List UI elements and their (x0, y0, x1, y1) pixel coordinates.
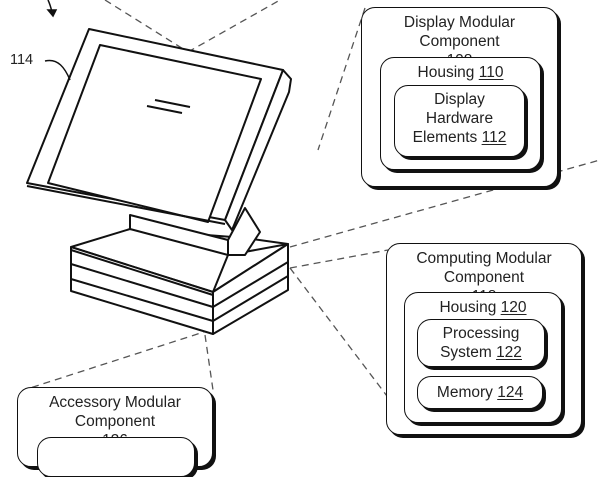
base-layer-line (212, 275, 289, 322)
display-housing-ref: 110 (478, 64, 504, 81)
monitor-screen (47, 44, 262, 223)
screen-glare-line (154, 99, 191, 108)
screen-glare-line (146, 105, 183, 114)
memory-label: Memory (436, 384, 493, 401)
hardware-label-line-1: Display (434, 91, 485, 108)
memory-ref: 124 (497, 384, 524, 401)
processing-label-line-1: Processing (442, 325, 520, 342)
computing-housing: Housing 120 Processing System 122 Memory… (404, 292, 562, 423)
display-hardware-elements: Display Hardware Elements 112 (394, 85, 525, 157)
display-component-label: Display Modular Component (403, 14, 516, 50)
leader-accessory-right (204, 334, 214, 391)
computing-housing-ref: 120 (500, 299, 527, 316)
leader-computing-bottom (289, 267, 391, 401)
hardware-label-line-2: Hardware (425, 110, 494, 127)
display-housing-label: Housing (417, 64, 475, 81)
patent-drawing (26, 0, 600, 401)
reference-arrows (44, 0, 71, 81)
display-modular-component: Display Modular Component 108 Housing 11… (361, 7, 558, 187)
arrow-head-icon (46, 9, 58, 18)
leader-accessory-left (29, 329, 211, 389)
display-housing: Housing 110 Display Hardware Elements 11… (380, 57, 541, 170)
accessory-modular-component: Accessory Modular Component 126 (17, 387, 213, 477)
accessory-component-label: Accessory Modular Component (49, 394, 181, 430)
stand-rear (227, 207, 261, 256)
computing-housing-label: Housing (439, 299, 497, 316)
leader-display-top-a (104, 0, 189, 53)
processing-ref: 122 (496, 344, 522, 361)
leader-computing-mid (289, 249, 389, 269)
accessory-inner-box (37, 437, 195, 477)
hardware-ref: 112 (481, 129, 507, 146)
base-layer-line (212, 261, 289, 308)
computing-component-label: Computing Modular Component (416, 250, 552, 286)
base-layer-line (70, 278, 214, 322)
processing-label-line-2: System (440, 344, 492, 361)
computing-modular-component: Computing Modular Component 118 Housing … (386, 243, 582, 435)
device-reference-114: 114 (10, 52, 34, 68)
monitor-side (224, 69, 292, 231)
hardware-label-line-3: Elements (412, 129, 478, 146)
monitor-bottom-edge (26, 185, 226, 225)
leader-display-side (317, 7, 366, 151)
processing-system: Processing System 122 (417, 319, 545, 367)
base-layer-line (70, 263, 214, 308)
terminal-device (26, 28, 292, 335)
leader-display-top-b (187, 0, 281, 53)
ref-114-leader (44, 59, 71, 81)
base-bevel (70, 249, 214, 296)
memory: Memory 124 (417, 376, 543, 409)
